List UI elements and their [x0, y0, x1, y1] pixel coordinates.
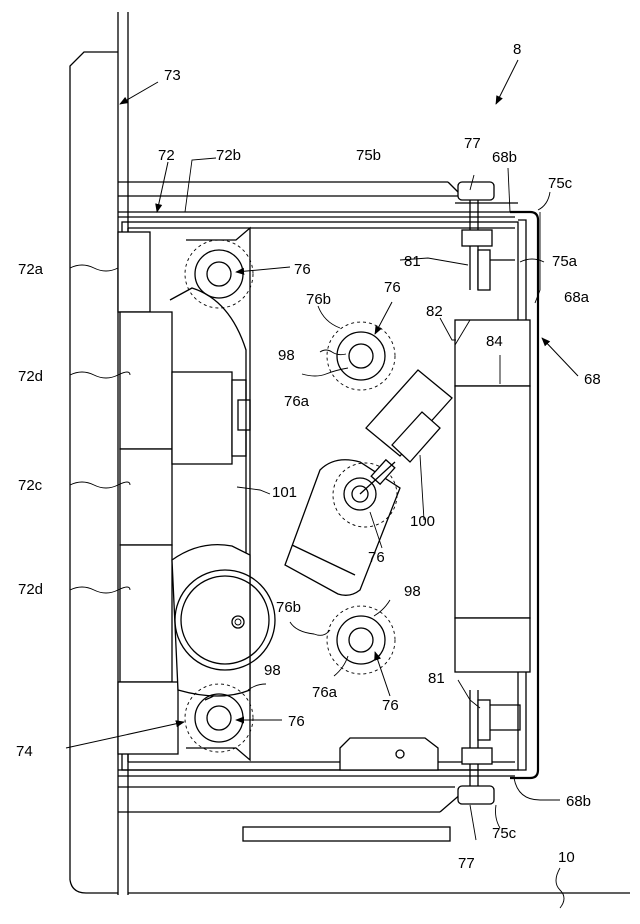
bottom-rail — [118, 770, 515, 841]
side-wall-73 — [70, 12, 128, 895]
label-72c: 72c — [18, 477, 43, 494]
bolt-77-top — [458, 182, 494, 290]
label-81-bottom: 81 — [428, 670, 445, 687]
label-76-bottom: 76 — [382, 697, 399, 714]
label-68a: 68a — [564, 289, 590, 306]
label-72d-bottom: 72d — [18, 581, 43, 598]
label-73: 73 — [164, 67, 181, 84]
label-75b: 75b — [356, 147, 381, 164]
label-101: 101 — [272, 484, 297, 501]
label-68: 68 — [584, 371, 601, 388]
label-76a-top: 76a — [284, 393, 310, 410]
label-72d-top: 72d — [18, 368, 43, 385]
label-98-bottom-left: 98 — [264, 662, 281, 679]
bottom-bracket — [340, 738, 438, 770]
label-72a: 72a — [18, 261, 44, 278]
label-76-top-left: 76 — [294, 261, 311, 278]
label-100: 100 — [410, 513, 435, 530]
label-8: 8 — [513, 41, 521, 58]
label-10: 10 — [558, 849, 575, 866]
roller-76-lower-center — [327, 606, 395, 674]
roller-76-bottom-left — [185, 684, 253, 752]
label-76a-bottom: 76a — [312, 684, 338, 701]
label-76-mid: 76 — [368, 549, 385, 566]
base-10 — [128, 868, 630, 908]
label-75c-top: 75c — [548, 175, 573, 192]
label-77-top: 77 — [464, 135, 481, 152]
roller-76-upper-center — [327, 322, 395, 390]
label-81-top: 81 — [404, 253, 421, 270]
label-76-bottom-left: 76 — [288, 713, 305, 730]
label-98-top: 98 — [278, 347, 295, 364]
label-75a: 75a — [552, 253, 578, 270]
label-72b: 72b — [216, 147, 241, 164]
label-72: 72 — [158, 147, 175, 164]
bolt-77-bottom — [458, 690, 494, 804]
label-84: 84 — [486, 333, 503, 350]
label-98-right: 98 — [404, 583, 421, 600]
block-82-84 — [455, 320, 530, 672]
label-75c-bottom: 75c — [492, 825, 517, 842]
label-82: 82 — [426, 303, 443, 320]
label-68b-bottom: 68b — [566, 793, 591, 810]
label-68b-top: 68b — [492, 149, 517, 166]
label-74: 74 — [16, 743, 33, 760]
motor-100 — [360, 370, 452, 494]
gear-large — [172, 545, 275, 696]
label-76-top: 76 — [384, 279, 401, 296]
label-77-bottom: 77 — [458, 855, 475, 872]
label-76b-bottom: 76b — [276, 599, 301, 616]
label-76b-top: 76b — [306, 291, 331, 308]
roller-76-top-left — [185, 240, 253, 308]
